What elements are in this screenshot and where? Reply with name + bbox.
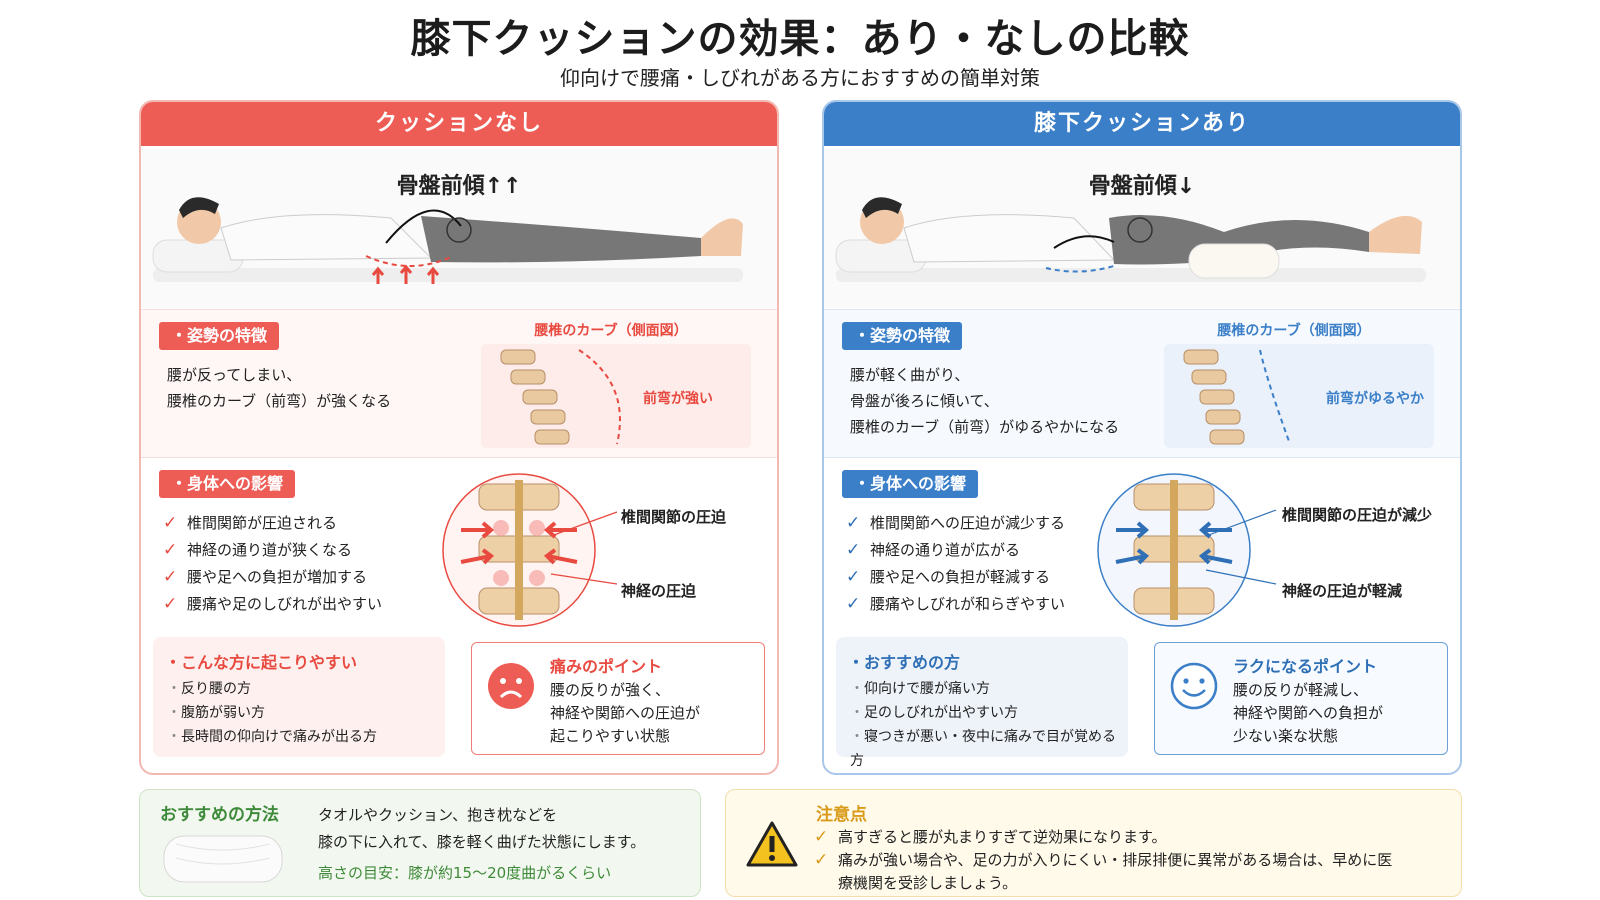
page-subtitle: 仰向けで腰痛・しびれがある方におすすめの簡単対策	[560, 66, 1040, 90]
method-height-hint: 高さの目安：膝が約15〜20度曲がるくらい	[318, 864, 612, 882]
check-icon: ✓	[814, 850, 829, 870]
recommended-group-box: ・おすすめの方 仰向けで腰が痛い方 足のしびれが出やすい方 寝つきが悪い・夜中に…	[836, 637, 1128, 769]
effect-chip: ・身体への影響	[842, 470, 979, 498]
spine-closeup-illustration	[1097, 473, 1277, 627]
relief-point-box: ラクになるポイント 腰の反りが軽減し、 神経や関節への負担が 少ない楽な状態	[1154, 642, 1448, 755]
lying-scene-illustration: 骨盤前傾↑↑	[141, 148, 777, 308]
list-item: ✓神経の通り道が狭くなる	[163, 537, 382, 564]
list-item: ✓高すぎると腰が丸まりすぎて逆効果になります。	[814, 827, 1167, 847]
up-arrow-icon	[426, 266, 440, 284]
check-icon: ✓	[163, 540, 178, 560]
pelvis-tilt-label: 骨盤前傾↑↑	[396, 174, 522, 199]
list-item: ✓腰や足への負担が軽減する	[846, 564, 1065, 591]
callout-nerve-compression-relieved: 神経の圧迫が軽減	[1282, 582, 1403, 600]
pain-point-body: 腰の反りが強く、 神経や関節への圧迫が 起こりやすい状態	[550, 681, 701, 745]
recommended-group-title: ・おすすめの方	[848, 653, 961, 672]
caution-title: 注意点	[816, 805, 867, 825]
panel-with-cushion: 膝下クッションあり 骨盤前傾↓ ・姿勢の特徴 腰が軽く曲がり、 骨盤が後ろに傾い…	[822, 100, 1462, 775]
list-item: 長時間の仰向けで痛みが出る方	[167, 725, 377, 749]
check-icon: ✓	[163, 567, 178, 587]
caution-box: 注意点 ✓高すぎると腰が丸まりすぎて逆効果になります。 ✓痛みが強い場合や、足の…	[725, 789, 1462, 897]
list-item: 仰向けで腰が痛い方	[850, 677, 1128, 701]
smile-face-icon	[1170, 662, 1218, 710]
curve-label: 前弯が強い	[643, 391, 713, 407]
method-title: おすすめの方法	[160, 805, 279, 825]
panel-header: クッションなし	[141, 102, 777, 146]
posture-description: 腰が反ってしまい、 腰椎のカーブ（前弯）が強くなる	[167, 366, 392, 410]
spine-closeup-illustration	[442, 473, 618, 627]
relief-point-title: ラクになるポイント	[1233, 657, 1378, 676]
method-body: タオルやクッション、抱き枕などを 膝の下に入れて、膝を軽く曲げた状態にします。	[318, 806, 646, 851]
recommended-group-list: 仰向けで腰が痛い方 足のしびれが出やすい方 寝つきが悪い・夜中に痛みで目が覚める…	[850, 677, 1128, 773]
list-item: ✓痛みが強い場合や、足の力が入りにくい・排尿排便に異常がある場合は、早めに医療機…	[814, 849, 1398, 895]
posture-chip: ・姿勢の特徴	[159, 322, 280, 350]
list-item: ✓神経の通り道が広がる	[846, 537, 1065, 564]
check-icon: ✓	[846, 540, 861, 560]
lumbar-curve-title: 腰椎のカーブ（側面図）	[1217, 323, 1371, 339]
pain-point-title: 痛みのポイント	[550, 657, 663, 676]
lumbar-curve-title: 腰椎のカーブ（側面図）	[534, 323, 688, 339]
check-icon: ✓	[814, 827, 829, 847]
callout-facet-compression-reduced: 椎間関節の圧迫が減少	[1282, 506, 1433, 524]
lying-scene-illustration: 骨盤前傾↓	[824, 148, 1460, 308]
sad-face-icon	[488, 663, 534, 709]
posture-description: 腰が軽く曲がり、 骨盤が後ろに傾いて、 腰椎のカーブ（前弯）がゆるやかになる	[850, 366, 1120, 436]
panel-header: 膝下クッションあり	[824, 102, 1460, 146]
effect-list: ✓椎間関節が圧迫される ✓神経の通り道が狭くなる ✓腰や足への負担が増加する ✓…	[163, 510, 382, 618]
lumbar-curve-diagram: 前弯がゆるやか	[1164, 344, 1434, 448]
check-icon: ✓	[846, 594, 861, 614]
body-effect-section: ・身体への影響 ✓椎間関節への圧迫が減少する ✓神経の通り道が広がる ✓腰や足へ…	[824, 457, 1460, 635]
caution-list: ✓高すぎると腰が丸まりすぎて逆効果になります。 ✓痛みが強い場合や、足の力が入り…	[814, 826, 1398, 895]
check-icon: ✓	[163, 594, 178, 614]
warning-icon	[746, 821, 798, 867]
relief-point-body: 腰の反りが軽減し、 神経や関節への負担が 少ない楽な状態	[1233, 681, 1384, 745]
spine-side-illustration	[1183, 349, 1291, 445]
likely-group-box: ・こんな方に起こりやすい 反り腰の方 腹筋が弱い方 長時間の仰向けで痛みが出る方	[153, 637, 445, 757]
likely-group-title: ・こんな方に起こりやすい	[165, 653, 358, 672]
effect-chip: ・身体への影響	[159, 470, 296, 498]
list-item: ✓腰痛やしびれが和らぎやすい	[846, 591, 1065, 618]
check-icon: ✓	[163, 513, 178, 533]
spine-side-illustration	[500, 349, 621, 445]
callout-nerve-compression: 神経の圧迫	[621, 582, 697, 600]
person-lying-illustration	[152, 197, 743, 284]
rolled-towel-icon	[163, 835, 283, 883]
panel-without-cushion: クッションなし 骨盤前傾↑↑ ・姿勢の特徴 腰が反ってしまい、 腰椎のカーブ（前…	[139, 100, 779, 775]
curve-label: 前弯がゆるやか	[1326, 391, 1424, 407]
recommended-method-box: おすすめの方法 タオルやクッション、抱き枕などを 膝の下に入れて、膝を軽く曲げた…	[139, 789, 701, 897]
list-item: ✓椎間関節への圧迫が減少する	[846, 510, 1065, 537]
page-title: 膝下クッションの効果：あり・なしの比較	[410, 16, 1190, 62]
lumbar-curve-diagram: 前弯が強い	[481, 344, 751, 448]
up-arrow-icon	[371, 266, 385, 284]
posture-chip: ・姿勢の特徴	[842, 322, 963, 350]
likely-group-list: 反り腰の方 腹筋が弱い方 長時間の仰向けで痛みが出る方	[167, 677, 377, 749]
check-icon: ✓	[846, 513, 861, 533]
pain-point-box: 痛みのポイント 腰の反りが強く、 神経や関節への圧迫が 起こりやすい状態	[471, 642, 765, 755]
list-item: 反り腰の方	[167, 677, 377, 701]
callout-facet-compression: 椎間関節の圧迫	[621, 508, 727, 526]
posture-section: ・姿勢の特徴 腰が軽く曲がり、 骨盤が後ろに傾いて、 腰椎のカーブ（前弯）がゆる…	[824, 309, 1460, 457]
list-item: 寝つきが悪い・夜中に痛みで目が覚める方	[850, 725, 1128, 773]
effect-list: ✓椎間関節への圧迫が減少する ✓神経の通り道が広がる ✓腰や足への負担が軽減する…	[846, 510, 1065, 618]
list-item: ✓腰や足への負担が増加する	[163, 564, 382, 591]
check-icon: ✓	[846, 567, 861, 587]
person-lying-with-cushion-illustration	[835, 197, 1426, 282]
list-item: 腹筋が弱い方	[167, 701, 377, 725]
body-effect-section: ・身体への影響 ✓椎間関節が圧迫される ✓神経の通り道が狭くなる ✓腰や足への負…	[141, 457, 777, 635]
list-item: ✓椎間関節が圧迫される	[163, 510, 382, 537]
pelvis-tilt-label: 骨盤前傾↓	[1088, 174, 1196, 199]
up-arrow-icon	[399, 264, 413, 284]
list-item: 足のしびれが出やすい方	[850, 701, 1128, 725]
list-item: ✓腰痛や足のしびれが出やすい	[163, 591, 382, 618]
posture-section: ・姿勢の特徴 腰が反ってしまい、 腰椎のカーブ（前弯）が強くなる 腰椎のカーブ（…	[141, 309, 777, 457]
